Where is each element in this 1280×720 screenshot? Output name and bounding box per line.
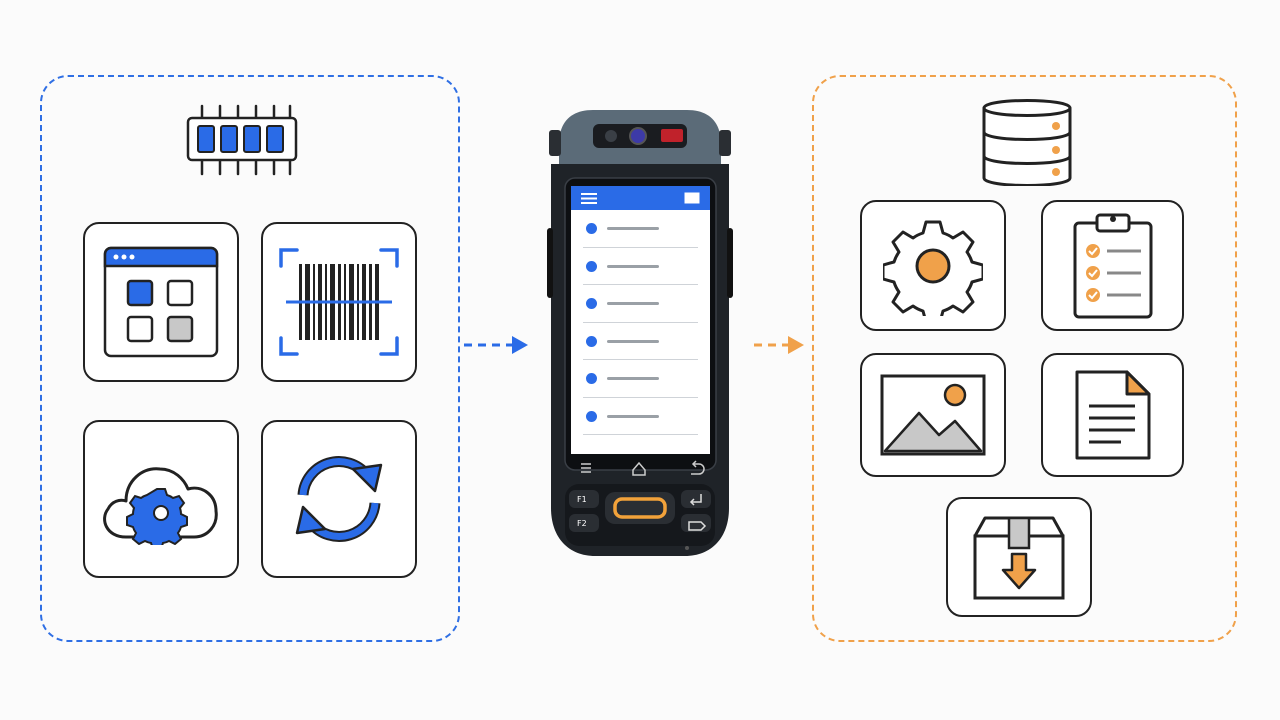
list-item-placeholder-line	[607, 227, 659, 230]
document-icon	[1075, 370, 1150, 460]
list-item[interactable]	[583, 360, 698, 398]
barcode-tile	[261, 222, 417, 382]
gear-icon	[883, 220, 983, 316]
right-output-panel	[812, 75, 1237, 642]
list-item-placeholder-line	[607, 377, 659, 380]
arrow-device-to-output	[752, 334, 808, 356]
key-f1-label[interactable]: F1	[577, 495, 587, 504]
document-tile	[1041, 353, 1184, 477]
database-icon	[980, 96, 1074, 186]
key-f2-label[interactable]: F2	[577, 519, 587, 528]
memory-chip-icon	[186, 100, 298, 180]
list-item-bullet	[586, 373, 597, 384]
sync-icon	[295, 456, 383, 542]
list-item[interactable]	[583, 398, 698, 435]
handheld-terminal: F1 F2	[545, 108, 735, 560]
list-item[interactable]	[583, 285, 698, 323]
package-tile	[946, 497, 1092, 617]
screen-app-bar	[571, 186, 710, 210]
list-item-bullet	[586, 335, 597, 347]
menu-icon[interactable]	[581, 193, 597, 204]
checklist-clipboard-icon	[1073, 213, 1152, 318]
list-item-placeholder-line	[607, 414, 659, 418]
screen-list	[571, 210, 710, 435]
arrow-input-to-device	[462, 334, 532, 356]
list-item-bullet	[586, 260, 597, 272]
window-icon[interactable]	[684, 192, 700, 204]
cloud-settings-icon	[103, 467, 218, 545]
package-download-icon	[973, 516, 1065, 600]
list-item-placeholder-line	[607, 264, 659, 268]
list-item[interactable]	[583, 323, 698, 360]
cloud-settings-tile	[83, 420, 239, 578]
image-icon	[880, 374, 986, 456]
list-item-placeholder-line	[607, 302, 659, 305]
list-item-bullet	[586, 410, 597, 422]
gear-tile	[860, 200, 1006, 331]
device-screen[interactable]	[571, 186, 710, 454]
app-grid-tile	[83, 222, 239, 382]
barcode-scan-icon	[279, 248, 399, 356]
sync-tile	[261, 420, 417, 578]
left-input-panel	[40, 75, 460, 642]
list-item-placeholder-line	[607, 339, 659, 343]
list-item[interactable]	[583, 248, 698, 285]
list-item[interactable]	[583, 210, 698, 248]
image-tile	[860, 353, 1006, 477]
list-item-bullet	[586, 223, 597, 234]
checklist-tile	[1041, 200, 1184, 331]
app-grid-window-icon	[103, 246, 219, 358]
list-item-bullet	[586, 298, 597, 309]
